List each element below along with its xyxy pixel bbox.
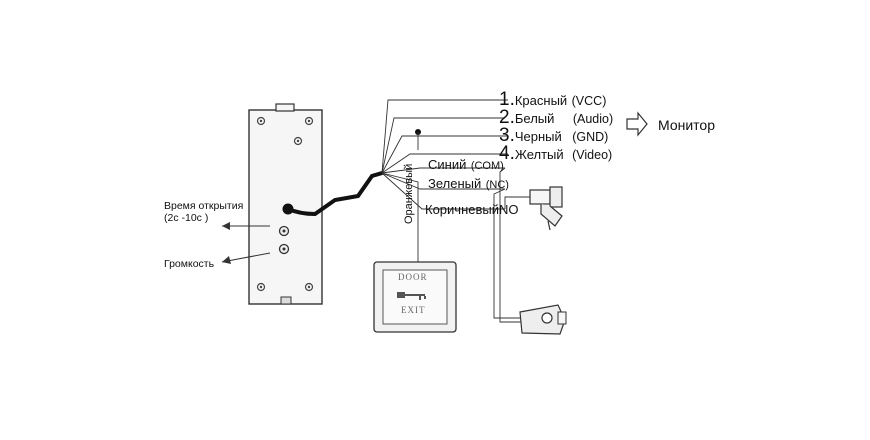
wire-2: 2.Белый (Audio): [499, 107, 613, 129]
wire-1-number: 1.: [499, 89, 515, 110]
brown-wire-name: Коричневый: [425, 202, 499, 217]
wire-1-color: Красный: [514, 93, 568, 108]
volume-knob[interactable]: [278, 243, 290, 255]
wire-4-number: 4.: [499, 143, 515, 164]
wire-1-signal: (VCC): [571, 94, 607, 108]
wire-1: 1.Красный (VCC): [499, 89, 606, 111]
wire-fan: [381, 99, 508, 262]
wire-3: 3.Черный (GND): [499, 125, 608, 147]
open-time-label-line2: (2с -10с ): [164, 212, 209, 224]
wire-2-number: 2.: [499, 107, 515, 128]
green-wire-name: Зеленый: [428, 176, 482, 191]
monitor-label: Монитор: [658, 117, 715, 133]
open-time-label-line1: Время открытия: [164, 200, 244, 212]
green-wire-label: Зеленый (NC): [428, 175, 509, 193]
blue-wire-label: Синий (COM): [428, 156, 504, 174]
brown-wire-tag: NO: [499, 202, 519, 217]
wire-4-color: Желтый: [514, 147, 564, 162]
wire-4-signal: (Video): [572, 148, 613, 162]
wire-2-signal: (Audio): [572, 112, 614, 126]
open-time-label: Время открытия (2с -10с ): [164, 200, 243, 224]
green-wire-tag: (NC): [485, 179, 509, 191]
plug-connector: [504, 186, 563, 231]
blue-wire-tag: (COM): [470, 160, 504, 172]
wire-4: 4.Желтый (Video): [499, 143, 612, 165]
electric-lock: [493, 167, 567, 335]
blue-wire-name: Синий: [428, 157, 467, 172]
wire-3-color: Черный: [514, 129, 562, 144]
volume-label: Громкость: [164, 258, 215, 270]
exit-button[interactable]: [373, 261, 457, 333]
panel-cable: [282, 171, 384, 217]
key-icon: [397, 292, 405, 298]
monitor-arrow-icon: [626, 111, 648, 137]
exit-button-bottom-text: EXIT: [401, 305, 426, 315]
wire-2-color: Белый: [514, 111, 555, 126]
orange-wire-label: Оранжевый: [403, 163, 415, 224]
open-time-knob[interactable]: [278, 225, 290, 237]
wire-3-number: 3.: [499, 125, 515, 146]
brown-wire-label: КоричневыйNO: [425, 201, 519, 219]
wire-3-signal: (GND): [572, 130, 609, 144]
exit-button-top-text: DOOR: [398, 272, 428, 282]
call-panel: [248, 103, 323, 305]
